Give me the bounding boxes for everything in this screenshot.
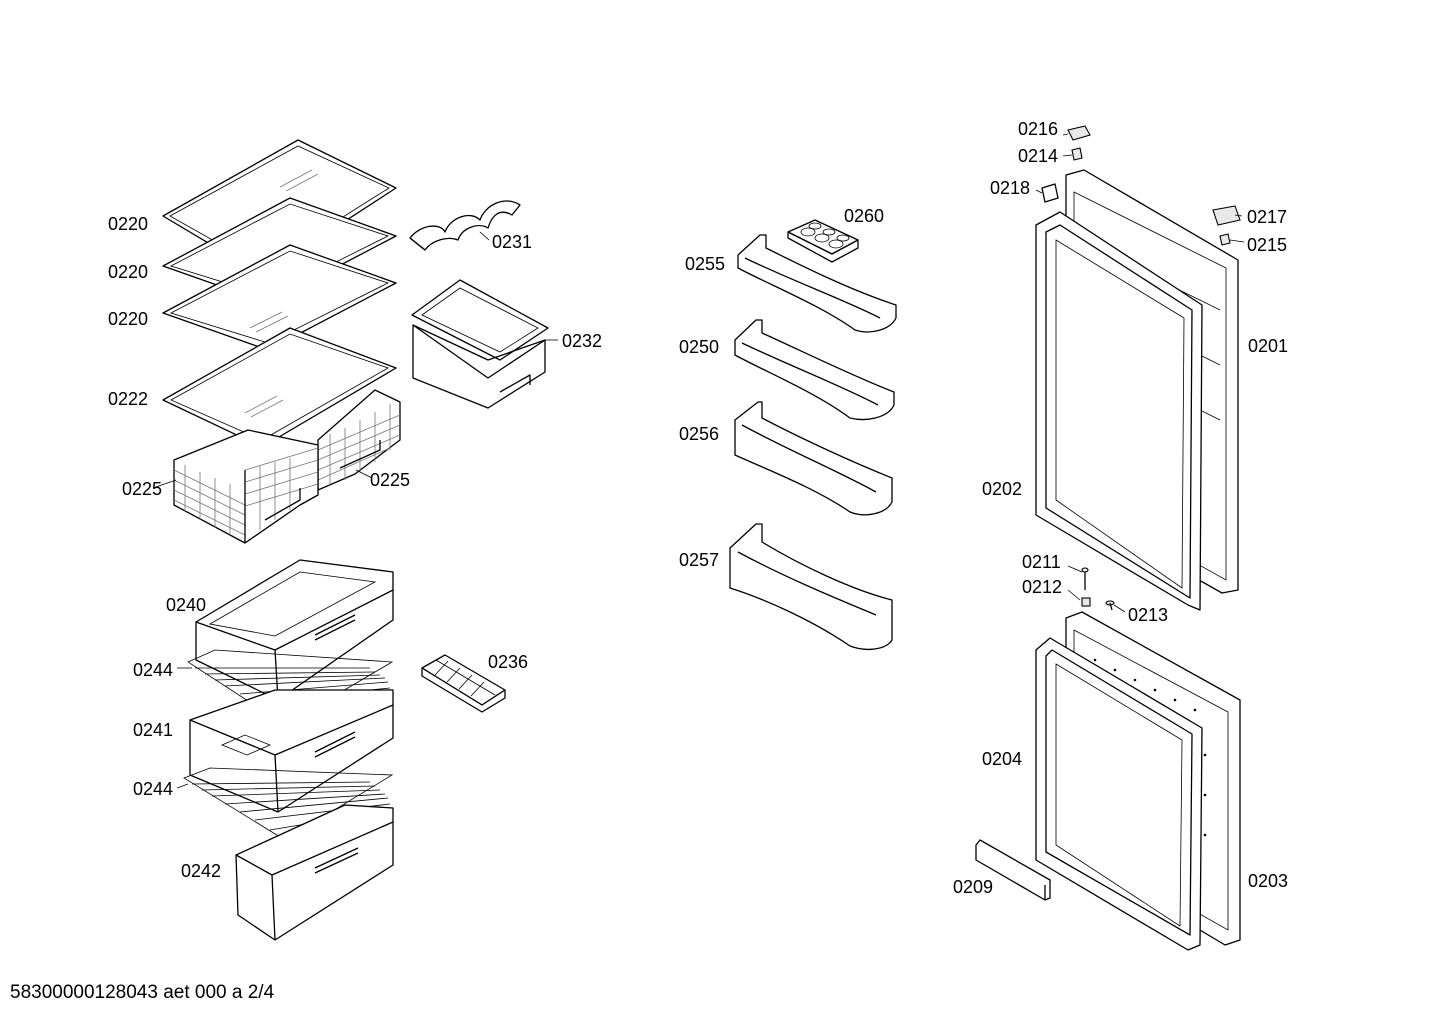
- leader-lines: [152, 133, 1245, 789]
- part-label-0211: 0211: [1022, 552, 1061, 572]
- part-label-0218: 0218: [990, 178, 1031, 198]
- part-label-0222: 0222: [108, 389, 149, 409]
- part-label-0256: 0256: [679, 424, 720, 444]
- part-label-0231: 0231: [492, 232, 533, 252]
- glass-shelf-0222: [162, 327, 397, 448]
- basket-0225-left: [173, 429, 319, 544]
- part-label-0215: 0215: [1247, 235, 1288, 255]
- hinge-parts-top: [1041, 125, 1241, 246]
- screw-parts: [1081, 567, 1115, 611]
- freezer-drawer-0241: [189, 689, 394, 813]
- freezer-drawer-0242: [235, 804, 394, 941]
- freezer-drawer-0240: [195, 559, 394, 701]
- door-shelf-0250: [734, 319, 895, 421]
- kick-plate-0209: [975, 839, 1051, 901]
- part-label-0203: 0203: [1248, 871, 1289, 891]
- ice-tray-0236: [421, 654, 506, 713]
- part-label-0204: 0204: [982, 749, 1023, 769]
- door-gasket-0202: [1035, 211, 1203, 611]
- drawing-reference-number: 58300000128043 aet 000 a 2/4: [10, 982, 275, 1003]
- part-label-0220-lower: 0220: [108, 309, 149, 329]
- door-shelf-0257: [729, 523, 893, 651]
- door-shelf-0255: [737, 234, 897, 333]
- glass-shelf-0220-lower: [162, 244, 397, 351]
- drawer-0232: [411, 279, 549, 409]
- part-label-0240: 0240: [166, 595, 207, 615]
- part-label-0212: 0212: [1022, 577, 1063, 597]
- part-label-0250: 0250: [679, 337, 720, 357]
- door-gasket-0204: [1035, 637, 1203, 951]
- part-label-0241: 0241: [133, 720, 174, 740]
- part-label-0202: 0202: [982, 479, 1023, 499]
- wire-rack-0244-lower: [183, 767, 394, 841]
- part-label-0209: 0209: [953, 877, 994, 897]
- part-label-0244-lower: 0244: [133, 779, 174, 799]
- part-label-0260: 0260: [844, 206, 885, 226]
- part-label-0242: 0242: [181, 861, 222, 881]
- egg-tray-0231: [409, 200, 521, 251]
- part-label-0232: 0232: [562, 331, 603, 351]
- part-label-0255: 0255: [685, 254, 726, 274]
- part-label-0225-right: 0225: [370, 470, 411, 490]
- part-label-0244-upper: 0244: [133, 660, 174, 680]
- door-shelf-0256: [734, 401, 893, 516]
- part-label-0201: 0201: [1248, 336, 1289, 356]
- part-label-0220-middle: 0220: [108, 262, 149, 282]
- part-label-0216: 0216: [1018, 119, 1059, 139]
- part-label-0217: 0217: [1247, 207, 1288, 227]
- part-label-0214: 0214: [1018, 146, 1059, 166]
- bottle-holder-0260: [787, 219, 859, 263]
- part-label-0225-left: 0225: [122, 479, 163, 499]
- part-label-0257: 0257: [679, 550, 720, 570]
- part-label-0220-top: 0220: [108, 214, 149, 234]
- part-label-0213: 0213: [1128, 605, 1169, 625]
- wire-rack-0244-upper: [187, 649, 394, 726]
- part-label-0236: 0236: [488, 652, 529, 672]
